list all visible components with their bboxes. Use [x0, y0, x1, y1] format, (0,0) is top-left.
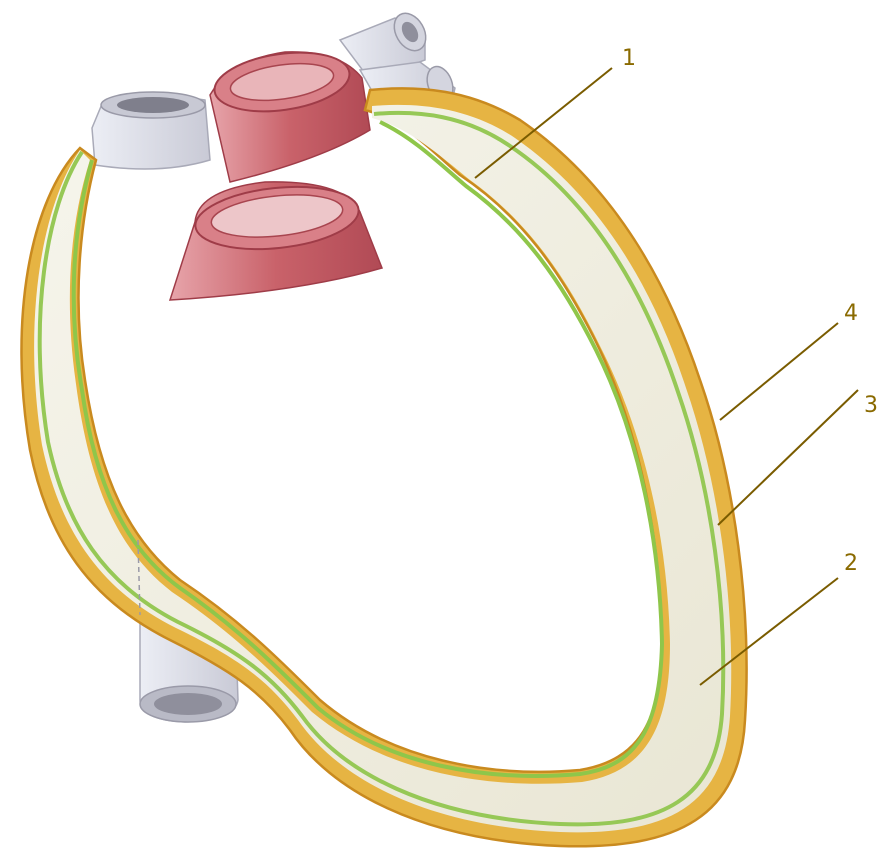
- leader-line-3: [718, 390, 858, 525]
- pericardial-cavity: [34, 105, 731, 832]
- callout-2: 2: [844, 551, 858, 576]
- pericardial-sac: [21, 88, 746, 846]
- pulmonary-vessel: [170, 180, 382, 300]
- callout-3: 3: [864, 393, 878, 418]
- aorta-vessel: [210, 45, 370, 182]
- callout-1: 1: [622, 46, 636, 71]
- leader-line-4: [720, 323, 838, 420]
- callout-4: 4: [844, 301, 858, 326]
- upper-left-vessel: [92, 92, 210, 169]
